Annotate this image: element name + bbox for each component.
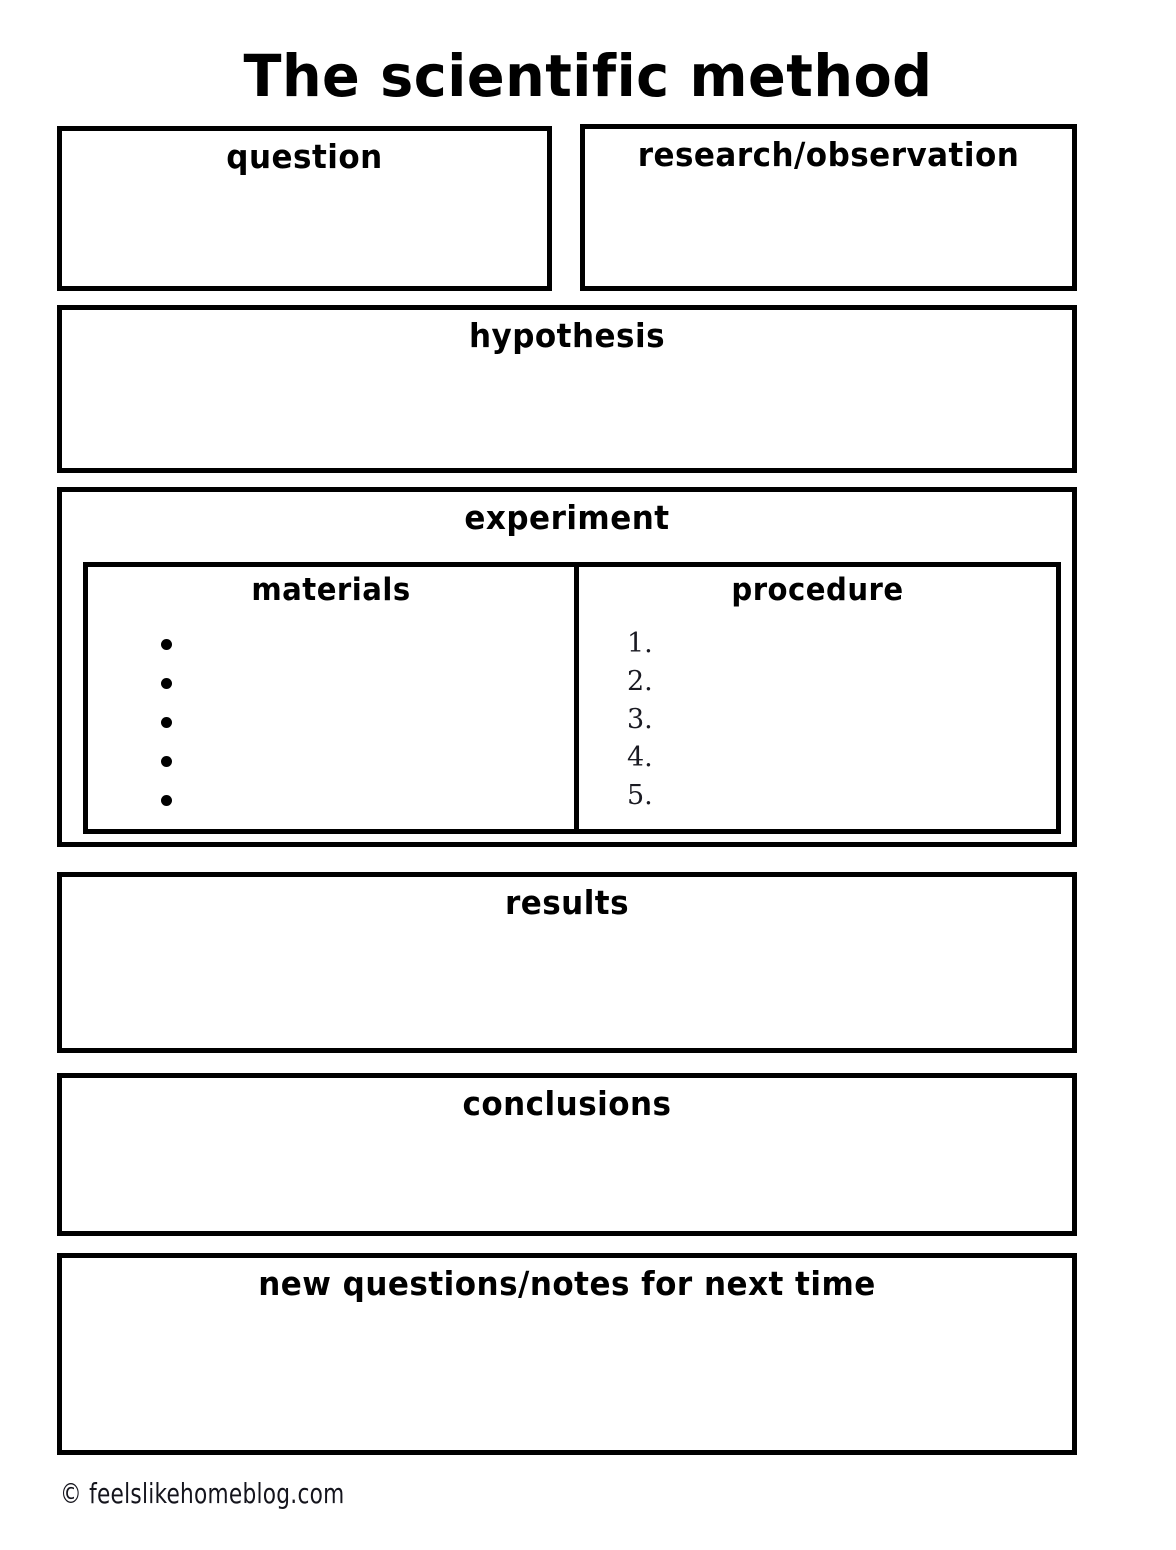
section-results[interactable]: results bbox=[57, 872, 1077, 1053]
list-item[interactable]: 2. bbox=[627, 666, 653, 697]
bullet-icon bbox=[161, 756, 172, 767]
bullet-icon bbox=[161, 639, 172, 650]
materials-bullet-list bbox=[88, 623, 574, 818]
subsection-materials[interactable]: materials bbox=[88, 567, 579, 829]
list-item[interactable]: 5. bbox=[627, 780, 653, 811]
list-item[interactable]: 3. bbox=[627, 704, 653, 735]
section-results-label: results bbox=[504, 883, 630, 922]
section-hypothesis[interactable]: hypothesis bbox=[57, 305, 1077, 473]
experiment-inner-grid: materials bbox=[83, 562, 1061, 834]
subsection-procedure[interactable]: procedure 1. 2. 3. 4. 5. bbox=[579, 567, 1056, 829]
section-experiment[interactable]: experiment materials bbox=[57, 487, 1077, 847]
section-research-observation-label: research/observation bbox=[637, 135, 1020, 174]
section-hypothesis-label: hypothesis bbox=[468, 316, 666, 355]
bullet-icon bbox=[161, 795, 172, 806]
list-item[interactable] bbox=[88, 623, 574, 662]
section-question[interactable]: question bbox=[57, 126, 552, 291]
subsection-materials-label: materials bbox=[251, 572, 411, 608]
section-conclusions[interactable]: conclusions bbox=[57, 1073, 1077, 1236]
list-item[interactable] bbox=[88, 740, 574, 779]
section-new-questions-label: new questions/notes for next time bbox=[258, 1264, 876, 1303]
list-item[interactable]: 4. bbox=[627, 742, 653, 773]
bullet-icon bbox=[161, 717, 172, 728]
section-experiment-label: experiment bbox=[464, 498, 670, 537]
procedure-numbered-list: 1. 2. 3. 4. 5. bbox=[579, 625, 1056, 815]
list-item[interactable]: 1. bbox=[627, 628, 653, 659]
list-item[interactable] bbox=[88, 779, 574, 818]
list-item[interactable] bbox=[88, 662, 574, 701]
section-research-observation[interactable]: research/observation bbox=[580, 124, 1077, 291]
list-item[interactable] bbox=[88, 701, 574, 740]
page-title: The scientific method bbox=[243, 42, 933, 110]
bullet-icon bbox=[161, 678, 172, 689]
section-new-questions[interactable]: new questions/notes for next time bbox=[57, 1253, 1077, 1455]
subsection-procedure-label: procedure bbox=[731, 572, 904, 608]
section-question-label: question bbox=[226, 137, 383, 176]
footer-credit: © feelslikehomeblog.com bbox=[60, 1477, 345, 1510]
section-conclusions-label: conclusions bbox=[462, 1084, 672, 1123]
